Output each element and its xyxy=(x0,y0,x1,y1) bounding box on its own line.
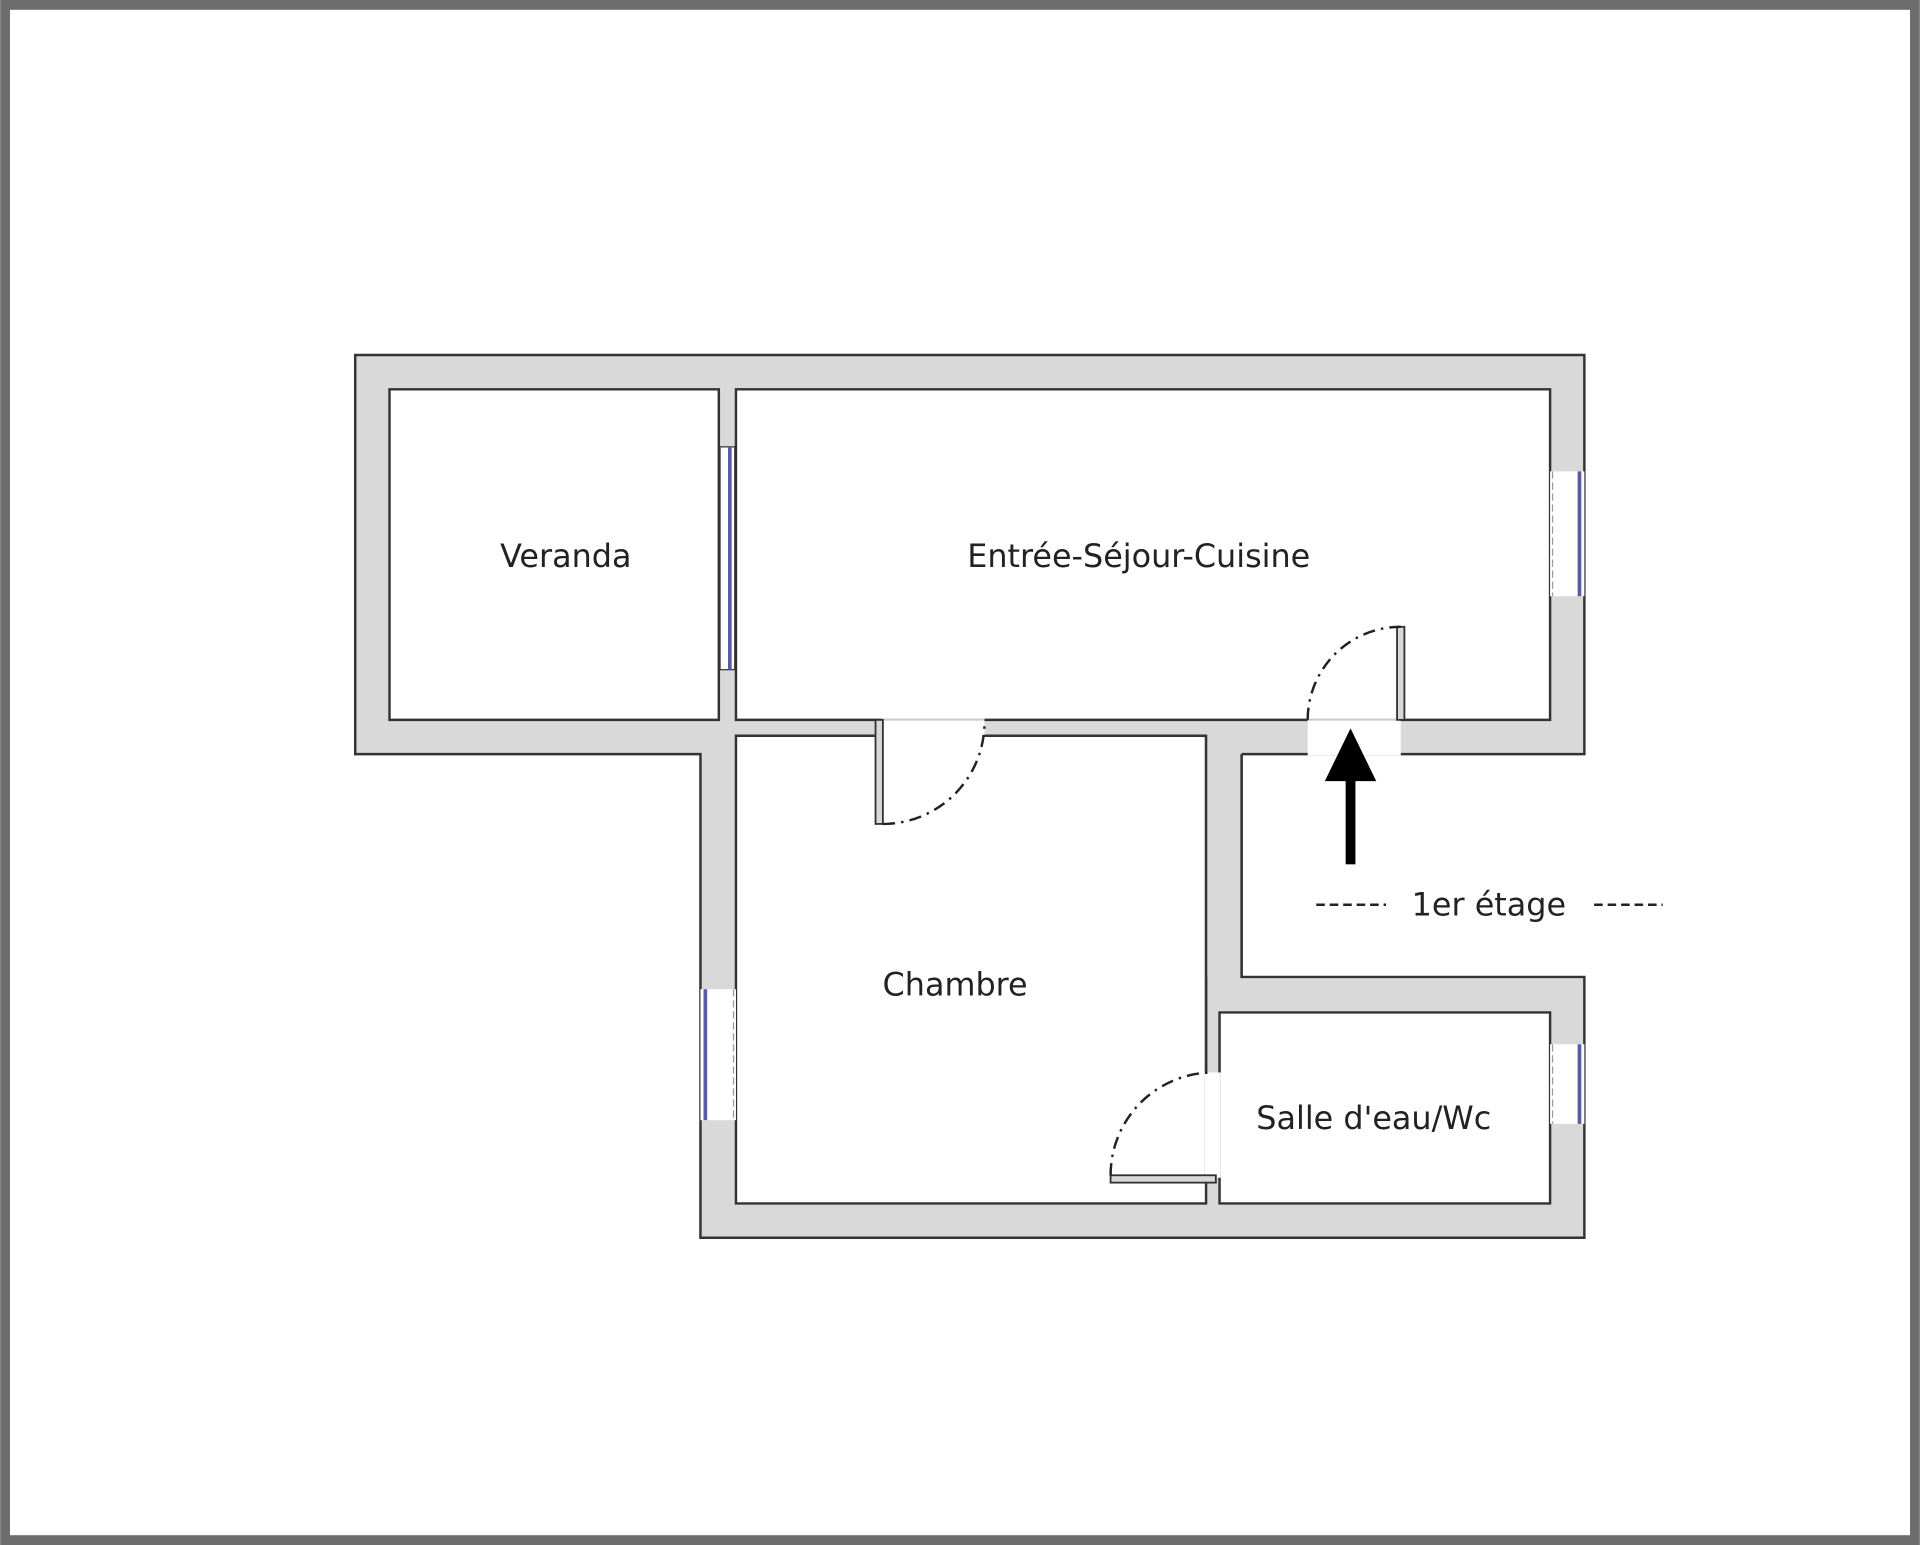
entrance-door-swing xyxy=(1306,625,1401,720)
corridor-wall xyxy=(1206,735,1242,977)
door-opening-chambre xyxy=(881,718,985,737)
salle-eau-door-swing xyxy=(1109,1071,1214,1176)
salle-eau-door-leaf xyxy=(1109,1174,1217,1184)
window-chambre xyxy=(700,989,736,1121)
window-veranda xyxy=(719,446,736,671)
window-sejour xyxy=(1550,471,1585,597)
window-salle-eau xyxy=(1550,1044,1585,1124)
entrance-arrow-icon xyxy=(1324,728,1377,865)
door-swing xyxy=(882,722,986,826)
entrance-door-leaf xyxy=(1396,625,1406,721)
floor-label: 1er étage xyxy=(1412,886,1566,924)
door-opening-salle-eau xyxy=(1204,1072,1221,1178)
walls xyxy=(353,353,1586,1239)
door-leaf xyxy=(874,718,884,825)
room-label-salle-eau: Salle d'eau/Wc xyxy=(1256,1099,1491,1137)
room-label-chambre: Chambre xyxy=(883,965,1028,1003)
room-label-sejour: Entrée-Séjour-Cuisine xyxy=(967,537,1310,575)
room-label-veranda: Veranda xyxy=(500,537,631,575)
